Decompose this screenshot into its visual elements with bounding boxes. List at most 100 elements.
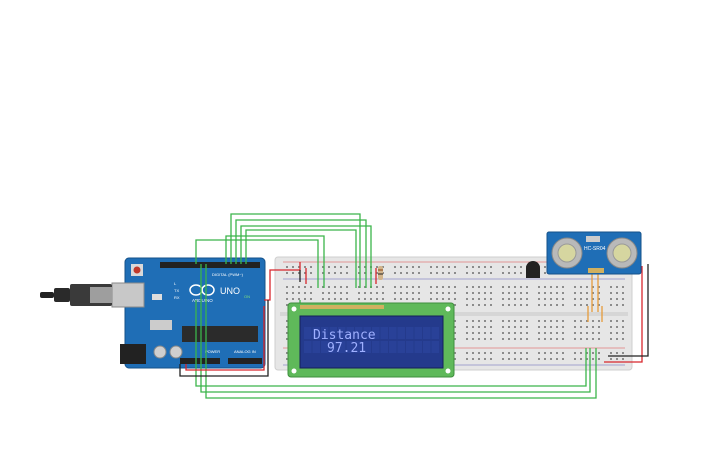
breadboard-hole: [538, 292, 540, 294]
breadboard-hole: [526, 326, 528, 328]
breadboard-hole: [514, 292, 516, 294]
breadboard-hole: [484, 326, 486, 328]
capacitor: [169, 345, 183, 359]
breadboard-hole: [454, 266, 456, 268]
breadboard-hole: [448, 292, 450, 294]
board-model-label: UNO: [220, 286, 240, 296]
breadboard-hole: [478, 358, 480, 360]
breadboard-hole: [484, 338, 486, 340]
breadboard-hole: [376, 272, 378, 274]
breadboard-hole: [406, 286, 408, 288]
breadboard-hole: [586, 292, 588, 294]
breadboard-hole: [502, 352, 504, 354]
breadboard-hole: [382, 298, 384, 300]
breadboard-hole: [436, 272, 438, 274]
breadboard-hole: [520, 320, 522, 322]
breadboard-hole: [562, 338, 564, 340]
lcd-cell: [414, 341, 422, 353]
sensor-icon[interactable]: [526, 261, 540, 278]
breadboard-hole: [304, 292, 306, 294]
breadboard-hole: [484, 266, 486, 268]
breadboard-hole: [376, 292, 378, 294]
lcd-cell: [346, 341, 354, 353]
breadboard-hole: [478, 352, 480, 354]
breadboard-hole: [598, 292, 600, 294]
breadboard-hole: [334, 272, 336, 274]
breadboard-hole: [484, 332, 486, 334]
lcd-cell: [338, 341, 346, 353]
breadboard-hole: [394, 298, 396, 300]
breadboard-hole: [484, 320, 486, 322]
breadboard-hole: [550, 298, 552, 300]
breadboard-hole: [406, 266, 408, 268]
breadboard-hole: [598, 332, 600, 334]
breadboard-hole: [466, 320, 468, 322]
lcd-cell: [329, 327, 337, 339]
breadboard-hole: [598, 338, 600, 340]
wires[interactable]: [179, 213, 649, 399]
lcd-module[interactable]: Distance 97.21: [287, 302, 455, 378]
usb-cable-icon[interactable]: [40, 284, 112, 306]
breadboard-hole: [610, 326, 612, 328]
breadboard-hole: [364, 292, 366, 294]
breadboard-hole: [442, 286, 444, 288]
breadboard-hole: [610, 304, 612, 306]
breadboard-hole: [328, 266, 330, 268]
breadboard-hole: [418, 292, 420, 294]
power-header: [180, 358, 220, 364]
breadboard-hole: [484, 352, 486, 354]
breadboard-hole: [394, 286, 396, 288]
l-led-label: L: [174, 281, 177, 286]
breadboard-hole: [520, 286, 522, 288]
lcd-line-2: 97.21: [327, 341, 366, 356]
breadboard-hole: [472, 320, 474, 322]
power-jack: [120, 344, 146, 364]
breadboard-hole: [472, 352, 474, 354]
breadboard-hole: [304, 298, 306, 300]
breadboard-hole: [544, 358, 546, 360]
breadboard-hole: [472, 266, 474, 268]
breadboard-hole: [574, 286, 576, 288]
breadboard-hole: [472, 332, 474, 334]
breadboard-hole: [298, 298, 300, 300]
lcd-cell: [363, 327, 371, 339]
lcd-cell: [363, 341, 371, 353]
breadboard-hole: [442, 272, 444, 274]
breadboard-hole: [454, 326, 456, 328]
lcd-cell: [431, 341, 439, 353]
breadboard-hole: [502, 292, 504, 294]
breadboard-hole: [466, 332, 468, 334]
breadboard-hole: [526, 338, 528, 340]
breadboard-hole: [556, 286, 558, 288]
tx-label: TX: [174, 288, 179, 293]
breadboard-hole: [346, 292, 348, 294]
breadboard-hole: [550, 286, 552, 288]
breadboard-hole: [400, 272, 402, 274]
breadboard-hole: [592, 292, 594, 294]
breadboard-hole: [430, 266, 432, 268]
breadboard-hole: [562, 332, 564, 334]
breadboard-hole: [514, 272, 516, 274]
lcd-cell: [406, 327, 414, 339]
breadboard-hole: [400, 298, 402, 300]
breadboard-hole: [418, 298, 420, 300]
ultrasonic-sensor[interactable]: HC-SR04: [546, 231, 642, 275]
breadboard-hole: [544, 286, 546, 288]
breadboard-hole: [598, 298, 600, 300]
breadboard-hole: [358, 286, 360, 288]
breadboard-hole: [400, 266, 402, 268]
breadboard-hole: [376, 286, 378, 288]
resistor-icon[interactable]: [378, 266, 383, 280]
breadboard-hole: [340, 298, 342, 300]
arduino-uno-board[interactable]: UNO ARDUINO DIGITAL (PWM~) POWER ANALOG …: [111, 257, 266, 369]
reset-button-cap[interactable]: [133, 266, 141, 274]
atmega-chip: [182, 326, 258, 342]
breadboard-hole: [544, 332, 546, 334]
breadboard-hole: [376, 298, 378, 300]
breadboard-hole: [322, 298, 324, 300]
breadboard-hole: [442, 298, 444, 300]
breadboard-hole: [538, 326, 540, 328]
breadboard-hole: [520, 304, 522, 306]
breadboard-hole: [556, 304, 558, 306]
